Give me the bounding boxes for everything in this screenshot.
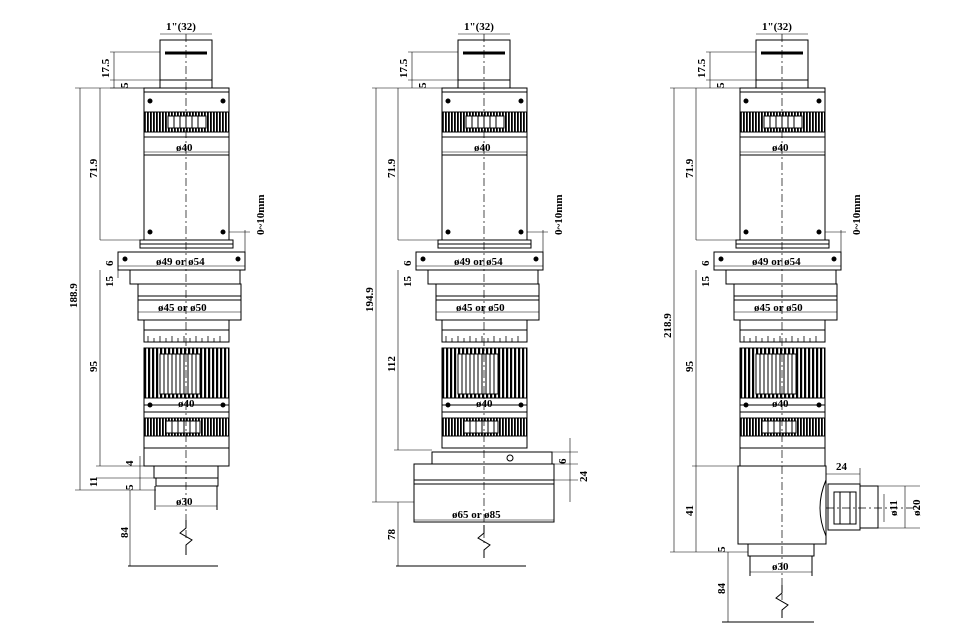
d2-side1: 6 [557, 458, 569, 464]
d1-dia-low: ø40 [178, 398, 195, 410]
d1-travel: 0~10mm [255, 194, 267, 235]
d1-low2: 4 [124, 460, 136, 466]
d2-dia-base: ø65 or ø85 [452, 509, 501, 521]
d3-side-dia1: ø11 [888, 500, 900, 516]
d1-dia-body: ø40 [176, 142, 193, 154]
d1-mid: 95 [88, 361, 100, 373]
d2-ring: 6 [402, 260, 414, 266]
d3-upper: 71.9 [684, 158, 696, 178]
d2-top2: 5 [417, 82, 429, 88]
d1-top-label: 1"(32) [166, 21, 196, 33]
d3-dia-mid: ø45 or ø50 [754, 302, 803, 314]
d1-dia-mid: ø45 or ø50 [158, 302, 207, 314]
d3-top1: 17.5 [696, 58, 708, 78]
d2-dia-body: ø40 [474, 142, 491, 154]
d1-ring2: 15 [104, 276, 116, 288]
d2-top-label: 1"(32) [464, 21, 494, 33]
d3-dia-base: ø30 [772, 561, 789, 573]
d3-cube: 41 [684, 505, 696, 516]
d3-cube-low: 5 [716, 546, 728, 552]
d2-side2: 24 [578, 471, 590, 483]
d2-dia-low: ø40 [476, 398, 493, 410]
d3-side: 24 [836, 461, 848, 473]
d1-total: 188.9 [68, 283, 80, 308]
d1-work: 84 [119, 527, 131, 539]
d1-top1: 17.5 [100, 58, 112, 78]
d2-top1: 17.5 [398, 58, 410, 78]
d2-work: 78 [386, 529, 398, 541]
d2-mid: 112 [386, 356, 398, 372]
d3-dia-body: ø40 [772, 142, 789, 154]
d3-travel: 0~10mm [851, 194, 863, 235]
d3-side-dia2: ø20 [911, 499, 923, 516]
d3-mid: 95 [684, 361, 696, 373]
d3-dia-low: ø40 [772, 398, 789, 410]
drawing-1: 1"(32) ø40 ø49 or ø54 ø45 or ø50 ø40 ø30… [68, 21, 267, 567]
d1-low1: 11 [88, 477, 100, 487]
d3-ring: 6 [700, 260, 712, 266]
d3-total: 218.9 [662, 313, 674, 338]
drawing-2: 1"(32) ø40 ø49 or ø54 ø45 or ø50 ø40 ø65… [364, 21, 590, 567]
d1-dia-ring: ø49 or ø54 [156, 256, 205, 268]
d2-total: 194.9 [364, 287, 376, 312]
d3-top2: 5 [715, 82, 727, 88]
d3-ring2: 15 [700, 276, 712, 288]
d3-work: 84 [716, 583, 728, 595]
d2-upper: 71.9 [386, 158, 398, 178]
d2-dia-ring: ø49 or ø54 [454, 256, 503, 268]
d1-top2: 5 [119, 82, 131, 88]
d2-dia-mid: ø45 or ø50 [456, 302, 505, 314]
d1-low3: 5 [124, 484, 136, 490]
d2-ring2: 15 [402, 276, 414, 288]
d2-travel: 0~10mm [553, 194, 565, 235]
d1-dia-base: ø30 [176, 496, 193, 508]
d1-upper: 71.9 [88, 158, 100, 178]
drawing-3: 1"(32) ø40 ø49 or ø54 ø45 or ø50 ø40 ø30… [662, 21, 923, 623]
d1-ring: 6 [104, 260, 116, 266]
d3-top-label: 1"(32) [762, 21, 792, 33]
d3-dia-ring: ø49 or ø54 [752, 256, 801, 268]
